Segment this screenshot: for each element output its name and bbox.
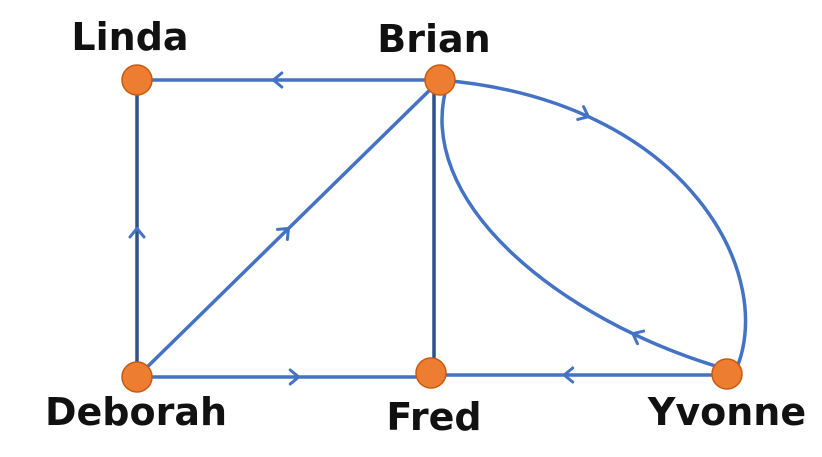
arrowhead-yvonne-brian	[631, 329, 646, 346]
nodes-layer	[121, 64, 743, 393]
node-deborah	[121, 361, 153, 393]
label-brian: Brian	[377, 17, 490, 61]
node-linda	[121, 64, 153, 96]
label-linda: Linda	[71, 15, 188, 59]
arrowhead-brian-linda	[271, 71, 284, 89]
arrowhead-yvonne-fred	[562, 366, 575, 384]
arrowhead-deborah-brian	[276, 227, 290, 241]
label-deborah: Deborah	[45, 390, 227, 434]
label-fred: Fred	[386, 395, 481, 439]
label-yvonne: Yvonne	[647, 390, 806, 434]
edge-yvonne-brian	[440, 80, 724, 370]
edge-brian-yvonne	[438, 78, 748, 376]
arrowhead-deborah-fred	[288, 368, 301, 386]
node-fred	[415, 357, 447, 389]
arrowhead-deborah-linda	[128, 227, 146, 239]
node-brian	[424, 64, 456, 96]
edges-layer	[128, 71, 748, 386]
arrowhead-brian-yvonne	[576, 105, 590, 121]
node-yvonne	[711, 358, 743, 390]
